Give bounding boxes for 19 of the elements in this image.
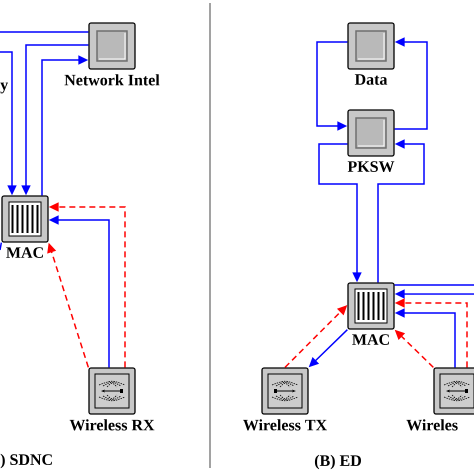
node-label: PKSW <box>348 161 394 172</box>
node-label: MAC <box>352 334 389 345</box>
node-label: Wireles <box>406 419 458 431</box>
panel-label: y <box>0 82 8 94</box>
panel-label: (B) ED <box>314 454 361 470</box>
node-label: Wireless TX <box>243 419 327 431</box>
device-node: PKSW <box>347 109 395 172</box>
device-node: Data <box>347 22 395 85</box>
device-node: Network Intel <box>64 22 160 86</box>
device-node: Wireless RX <box>70 367 154 431</box>
node-label: Network Intel <box>64 74 160 86</box>
device-node: Wireless TX <box>243 367 327 431</box>
panel-label: ) SDNC <box>0 454 52 468</box>
device-node: MAC <box>347 282 395 345</box>
device-node: MAC <box>1 195 49 258</box>
device-node: Wireles <box>406 367 474 431</box>
node-label: Wireless RX <box>70 419 154 431</box>
node-label: Data <box>354 74 388 85</box>
node-label: MAC <box>6 247 43 258</box>
